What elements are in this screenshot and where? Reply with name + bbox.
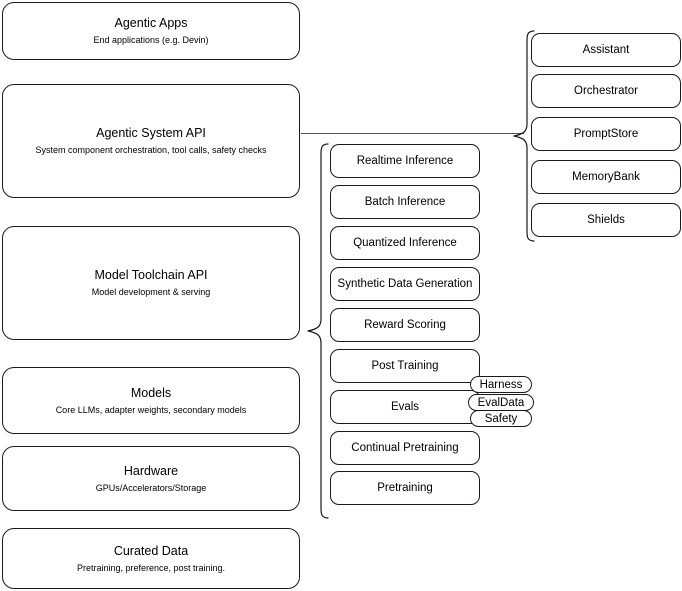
layer-title: Agentic System API	[96, 126, 206, 140]
brace-toolchain	[307, 143, 329, 519]
layer-title: Models	[130, 385, 172, 400]
layer-subtitle: GPUs/Accelerators/Storage	[95, 482, 207, 493]
item-label: Batch Inference	[364, 196, 446, 208]
pill-label: Safety	[484, 412, 518, 425]
item-label: Post Training	[371, 360, 439, 372]
agentic-item-shields[interactable]: Shields	[531, 203, 681, 237]
agentic-item-assistant[interactable]: Assistant	[531, 33, 681, 67]
layer-title: Hardware	[123, 463, 179, 478]
toolchain-item-evals[interactable]: Evals	[330, 390, 480, 424]
toolchain-item-continual-pretraining[interactable]: Continual Pretraining	[330, 431, 480, 465]
item-label: Pretraining	[377, 482, 433, 494]
layer-subtitle: Core LLMs, adapter weights, secondary mo…	[55, 404, 247, 415]
toolchain-item-realtime-inference[interactable]: Realtime Inference	[330, 144, 480, 178]
evals-pill-harness[interactable]: Harness	[470, 376, 532, 393]
toolchain-item-pretraining[interactable]: Pretraining	[330, 471, 480, 505]
item-label: Realtime Inference	[356, 155, 454, 167]
agentic-item-memorybank[interactable]: MemoryBank	[531, 160, 681, 194]
layer-box-hardware[interactable]: Hardware GPUs/Accelerators/Storage	[2, 446, 300, 511]
item-label: Shields	[587, 214, 625, 226]
layer-box-model-toolchain-api[interactable]: Model Toolchain API Model development & …	[2, 226, 300, 340]
layer-box-agentic-system-api[interactable]: Agentic System API System component orch…	[2, 84, 300, 198]
item-label: Reward Scoring	[364, 319, 446, 331]
agentic-item-orchestrator[interactable]: Orchestrator	[531, 74, 681, 108]
layer-box-models[interactable]: Models Core LLMs, adapter weights, secon…	[2, 367, 300, 434]
layer-subtitle: Model development & serving	[91, 287, 211, 297]
layer-subtitle: End applications (e.g. Devin)	[93, 35, 209, 45]
agentic-item-promptstore[interactable]: PromptStore	[531, 117, 681, 151]
toolchain-item-synthetic-data-generation[interactable]: Synthetic Data Generation	[330, 267, 480, 301]
item-label: Orchestrator	[574, 85, 638, 97]
item-label: Continual Pretraining	[351, 442, 459, 454]
layer-title: Model Toolchain API	[94, 268, 208, 282]
evals-pill-safety[interactable]: Safety	[470, 410, 532, 427]
toolchain-item-reward-scoring[interactable]: Reward Scoring	[330, 308, 480, 342]
layer-box-agentic-apps[interactable]: Agentic Apps End applications (e.g. Devi…	[2, 2, 300, 60]
toolchain-item-quantized-inference[interactable]: Quantized Inference	[330, 226, 480, 260]
brace-agentic	[513, 30, 535, 242]
item-label: Synthetic Data Generation	[337, 278, 473, 290]
toolchain-item-batch-inference[interactable]: Batch Inference	[330, 185, 480, 219]
item-label: Assistant	[582, 44, 630, 56]
toolchain-item-post-training[interactable]: Post Training	[330, 349, 480, 383]
item-label: Evals	[390, 401, 420, 413]
layer-box-curated-data[interactable]: Curated Data Pretraining, preference, po…	[2, 528, 300, 589]
item-label: MemoryBank	[572, 171, 640, 183]
layer-title: Curated Data	[113, 543, 189, 558]
layer-subtitle: Pretraining, preference, post training.	[76, 562, 226, 573]
connector-line-agentic-system-api	[301, 133, 524, 134]
item-label: PromptStore	[573, 128, 639, 140]
item-label: Quantized Inference	[353, 237, 457, 249]
layer-title: Agentic Apps	[114, 16, 188, 30]
pill-label: Harness	[479, 378, 523, 391]
layer-subtitle: System component orchestration, tool cal…	[35, 145, 267, 155]
evals-pill-evaldata[interactable]: EvalData	[468, 394, 534, 411]
pill-label: EvalData	[477, 396, 525, 409]
